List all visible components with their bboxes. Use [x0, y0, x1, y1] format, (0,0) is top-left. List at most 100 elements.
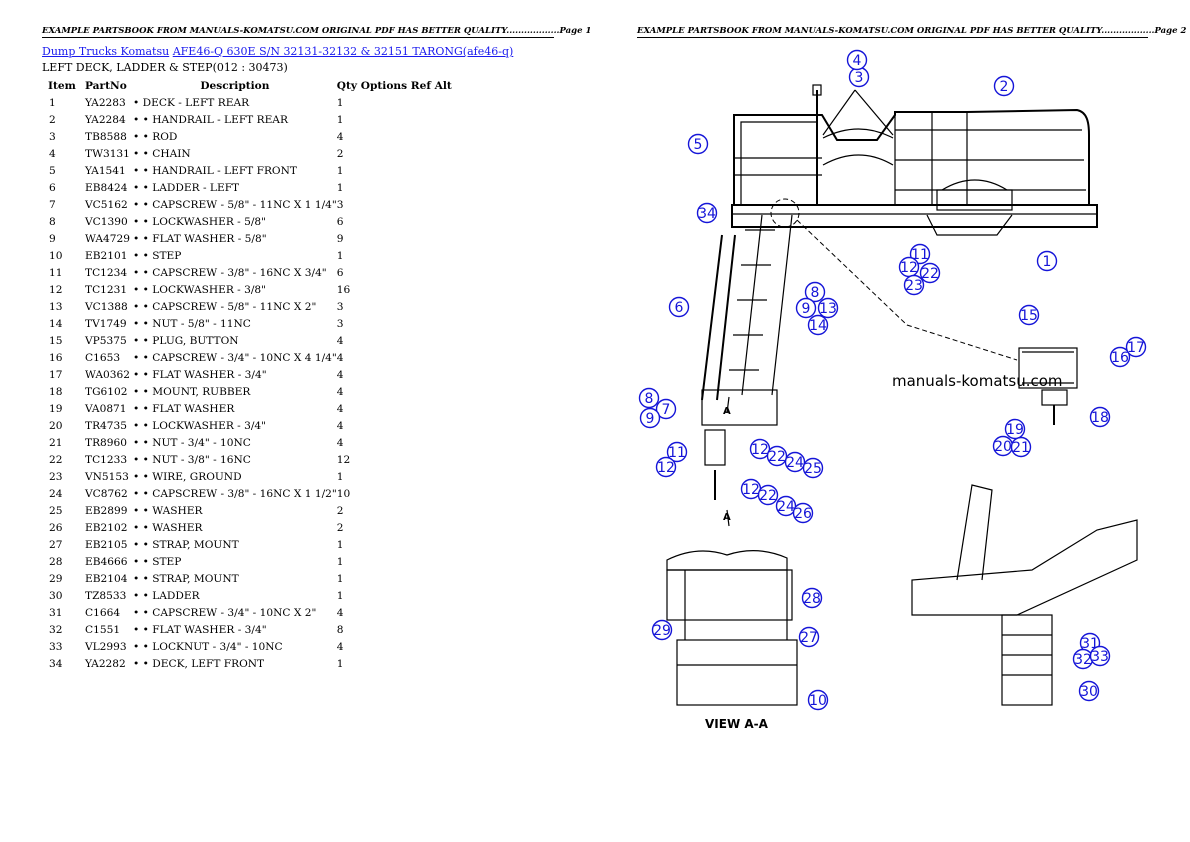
qty-cell: 4 [336, 351, 344, 364]
callout-17: 17 [1125, 336, 1147, 358]
partno-cell: VC5162 [85, 198, 128, 211]
callout-18: 18 [1089, 406, 1111, 428]
callout-8: 8 [804, 281, 826, 303]
qty-cell: 1 [336, 113, 344, 126]
partno-cell: EB2104 [85, 572, 128, 585]
item-cell: 12 [49, 283, 63, 296]
breadcrumb-link-dump-trucks[interactable]: Dump Trucks Komatsu [42, 45, 170, 58]
item-cell: 11 [49, 266, 63, 279]
callout-5: 5 [687, 133, 709, 155]
description-cell: • • WIRE, GROUND [133, 470, 242, 483]
qty-cell: 4 [336, 402, 344, 415]
callout-22: 22 [757, 484, 779, 506]
partno-cell: TW3131 [85, 147, 130, 160]
partno-cell: EB4666 [85, 555, 128, 568]
item-cell: 27 [49, 538, 63, 551]
qty-cell: 6 [336, 266, 344, 279]
callout-number: 12 [657, 460, 675, 476]
callout-16: 16 [1109, 346, 1131, 368]
breadcrumb-link-model[interactable]: AFE46-Q 630E S/N 32131-32132 & 32151 TAR… [172, 45, 514, 58]
qty-cell: 2 [336, 504, 344, 517]
ladder-side-detail-drawing [911, 484, 1138, 706]
description-cell: • • CAPSCREW - 3/4" - 10NC X 2" [133, 606, 317, 619]
description-cell: • • CAPSCREW - 3/8" - 16NC X 3/4" [133, 266, 327, 279]
callout-29: 29 [651, 619, 673, 641]
callout-number: 8 [645, 391, 654, 407]
partno-cell: TV1749 [85, 317, 127, 330]
callout-number: 7 [662, 402, 671, 418]
item-cell: 28 [49, 555, 63, 568]
qty-cell: 4 [336, 130, 344, 143]
partno-cell: VC1390 [85, 215, 128, 228]
item-cell: 13 [49, 300, 63, 313]
partno-cell: TR4735 [85, 419, 128, 432]
item-cell: 34 [49, 657, 63, 670]
qty-cell: 1 [336, 657, 344, 670]
callout-28: 28 [801, 587, 823, 609]
callout-number: 26 [794, 506, 812, 522]
callout-12: 12 [898, 256, 920, 278]
qty-cell: 1 [336, 164, 344, 177]
callout-12: 12 [749, 438, 771, 460]
callout-number: 4 [853, 53, 862, 69]
qty-cell: 9 [336, 232, 344, 245]
callout-27: 27 [798, 626, 820, 648]
callout-number: 1 [1043, 254, 1052, 270]
callout-13: 13 [817, 297, 839, 319]
callout-11: 11 [666, 441, 688, 463]
description-cell: • • STEP [133, 555, 182, 568]
col-header-alt: Alt [434, 79, 452, 92]
view-a-a-drawing [666, 550, 798, 706]
qty-cell: 10 [336, 487, 351, 500]
description-cell: • • NUT - 5/8" - 11NC [133, 317, 251, 330]
description-cell: • • NUT - 3/8" - 16NC [133, 453, 251, 466]
qty-cell: 1 [336, 572, 344, 585]
rubber-mount-detail-drawing [1018, 347, 1078, 425]
callout-24: 24 [775, 495, 797, 517]
callout-30: 30 [1078, 680, 1100, 702]
qty-cell: 12 [336, 453, 351, 466]
callout-number: 9 [646, 411, 655, 427]
callout-22: 22 [766, 445, 788, 467]
qty-cell: 2 [336, 147, 344, 160]
callout-12: 12 [655, 456, 677, 478]
callout-1: 1 [1036, 250, 1058, 272]
description-cell: • • MOUNT, RUBBER [133, 385, 251, 398]
callout-34: 34 [696, 202, 718, 224]
callout-number: 32 [1074, 652, 1092, 668]
qty-cell: 4 [336, 368, 344, 381]
qty-cell: 3 [336, 317, 344, 330]
callout-12: 12 [740, 478, 762, 500]
item-cell: 6 [49, 181, 56, 194]
item-cell: 23 [49, 470, 63, 483]
item-cell: 2 [49, 113, 56, 126]
callout-9: 9 [795, 297, 817, 319]
partno-cell: EB2101 [85, 249, 128, 262]
section-mark-a-bottom: A [723, 512, 731, 523]
item-cell: 20 [49, 419, 63, 432]
callout-19: 19 [1004, 418, 1026, 440]
qty-cell: 8 [336, 623, 344, 636]
callout-number: 15 [1020, 308, 1038, 324]
item-cell: 4 [49, 147, 56, 160]
item-cell: 19 [49, 402, 63, 415]
callout-24: 24 [784, 451, 806, 473]
table-header-row: Item PartNo Description Qty Options Ref … [42, 77, 452, 94]
partno-cell: VL2993 [85, 640, 127, 653]
col-header-partno: PartNo [85, 79, 127, 92]
item-cell: 17 [49, 368, 63, 381]
